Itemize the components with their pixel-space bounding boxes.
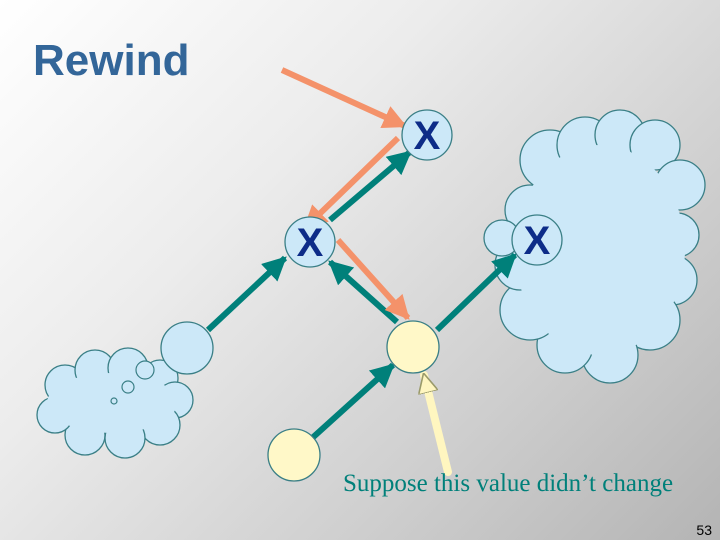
thought-bubbles [110, 360, 155, 405]
node-middle-left [284, 216, 336, 268]
caption-text: Suppose this value didn’t change [343, 470, 674, 497]
node-middle-right-mark: X [524, 219, 551, 263]
rewind-arrow-into-top [280, 67, 408, 129]
arrow-left-blue-to-middle-left [205, 255, 288, 333]
arrow-bottom-yellow-to-yellow-center [307, 362, 396, 443]
rewind-arrow-top-to-middle-left [302, 135, 401, 231]
slide-number: 53 [696, 522, 712, 538]
slide-title: Rewind [33, 36, 190, 85]
node-yellow-center [386, 320, 440, 374]
node-left-blue [160, 321, 214, 375]
rewind-arrow-middle-left-to-yellow-center [335, 237, 411, 321]
node-middle-left-mark: X [297, 221, 324, 265]
node-yellow-bottom [267, 428, 321, 482]
caption-pointer-arrow-head [424, 375, 448, 461]
node-top [401, 109, 453, 161]
arrow-middle-left-to-top [328, 149, 412, 223]
right-cloud [483, 109, 706, 384]
arrow-yellow-center-to-middle-right [434, 252, 518, 333]
node-top-mark: X [414, 114, 441, 158]
node-middle-right [511, 214, 563, 266]
